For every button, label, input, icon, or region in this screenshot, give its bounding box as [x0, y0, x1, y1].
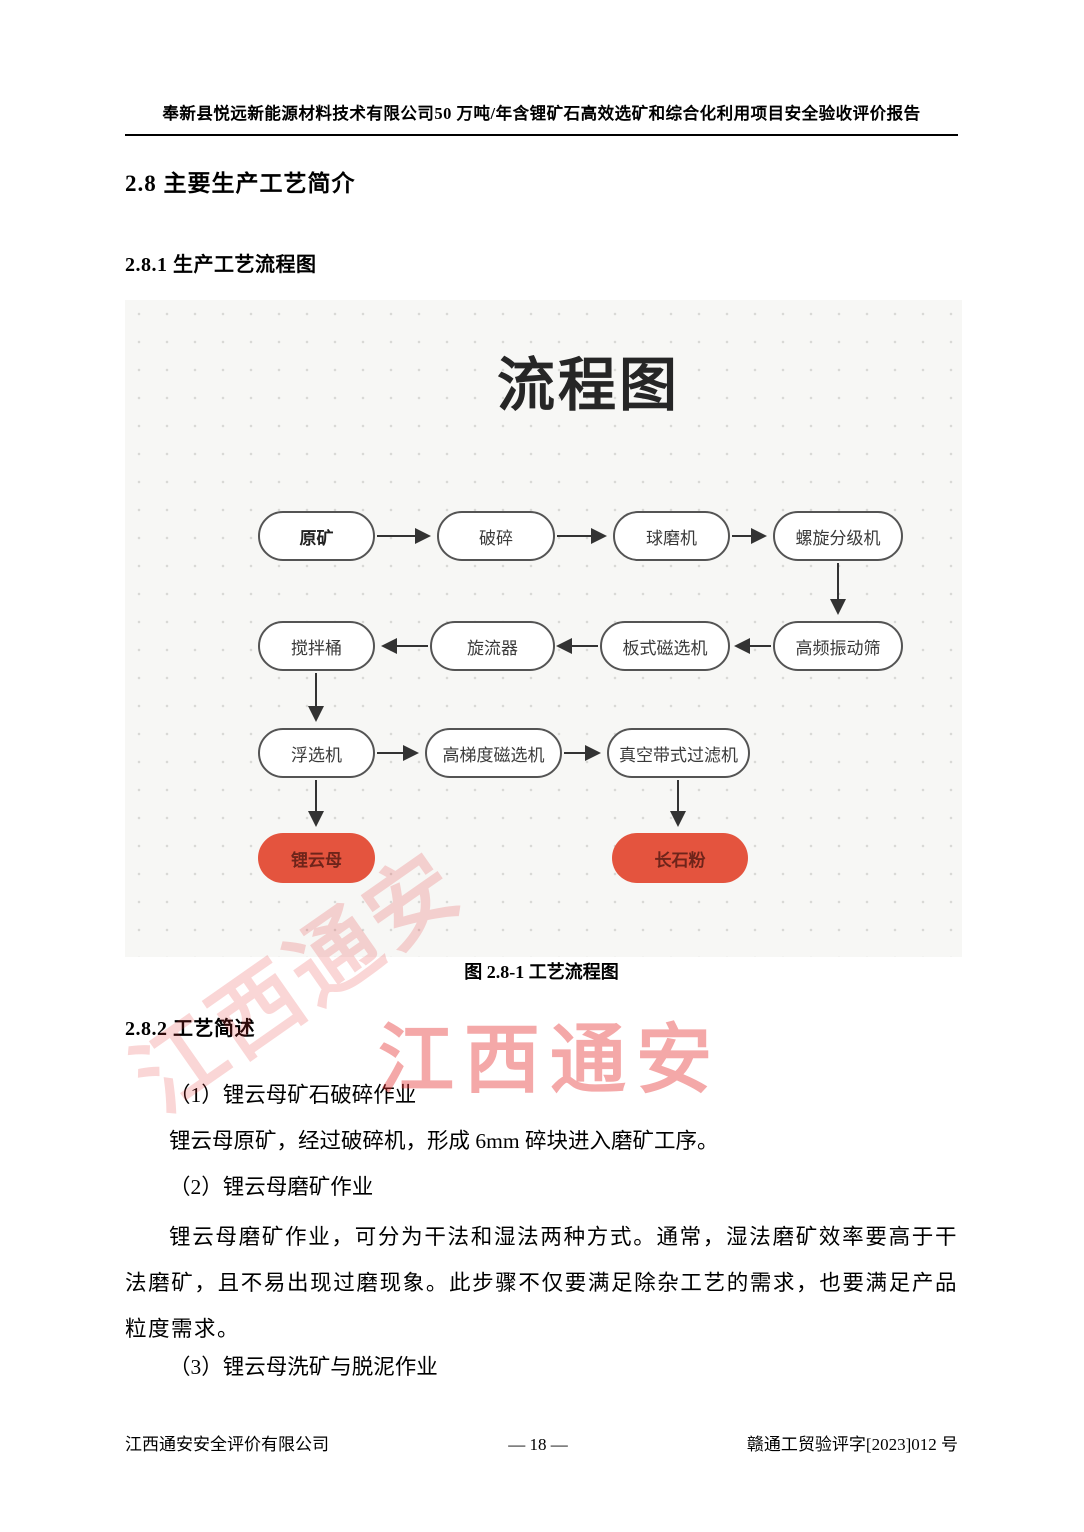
flow-node-high-gradient-magnetic-separator: 高梯度磁选机 [425, 728, 562, 778]
flow-node-spiral-classifier: 螺旋分级机 [773, 511, 903, 561]
flow-node-vacuum-belt-filter: 真空带式过滤机 [607, 728, 750, 778]
flow-node-plate-magnetic-separator: 板式磁选机 [600, 621, 730, 671]
paragraph-grinding-desc: 锂云母磨矿作业，可分为干法和湿法两种方式。通常，湿法磨矿效率要高于干法磨矿，且不… [125, 1225, 958, 1341]
section-heading-2-8-1: 2.8.1 生产工艺流程图 [125, 254, 317, 276]
paragraph-item-1: （1）锂云母矿石破碎作业 [169, 1083, 417, 1107]
paragraph-crushing-desc: 锂云母原矿，经过破碎机，形成 6mm 碎块进入磨矿工序。 [169, 1129, 719, 1153]
flow-node-high-frequency-vibrating-screen: 高频振动筛 [773, 621, 903, 671]
footer-page-number: — 18 — [508, 1435, 568, 1454]
process-flowchart-image: 流程图 [125, 300, 962, 957]
flow-node-ball-mill: 球磨机 [613, 511, 730, 561]
paragraph-item-3: （3）锂云母洗矿与脱泥作业 [169, 1355, 438, 1379]
figure-caption: 图 2.8-1 工艺流程图 [464, 962, 619, 982]
section-heading-2-8: 2.8 主要生产工艺简介 [125, 171, 356, 196]
flow-node-crushing: 破碎 [437, 511, 555, 561]
page-footer: 江西通安安全评价有限公司 — 18 — 赣通工贸验评字[2023]012 号 [125, 1430, 958, 1455]
footer-company: 江西通安安全评价有限公司 [125, 1435, 329, 1454]
section-heading-2-8-2: 2.8.2 工艺简述 [125, 1018, 255, 1040]
flow-node-flotation-machine: 浮选机 [258, 728, 375, 778]
flow-node-lepidolite: 锂云母 [258, 833, 375, 883]
flow-arrows [308, 528, 846, 827]
footer-doc-number: 赣通工贸验评字[2023]012 号 [746, 1435, 958, 1454]
document-header-title: 奉新县悦远新能源材料技术有限公司50 万吨/年含锂矿石高效选矿和综合化利用项目安… [125, 100, 958, 136]
flowchart-title: 流程图 [496, 353, 680, 418]
flow-node-raw-ore: 原矿 [258, 511, 375, 561]
flow-node-feldspar-powder: 长石粉 [612, 833, 748, 883]
flow-node-stirring-tank: 搅拌桶 [258, 621, 375, 671]
flow-node-cyclone: 旋流器 [430, 621, 555, 671]
paragraph-item-2: （2）锂云母磨矿作业 [169, 1175, 374, 1199]
